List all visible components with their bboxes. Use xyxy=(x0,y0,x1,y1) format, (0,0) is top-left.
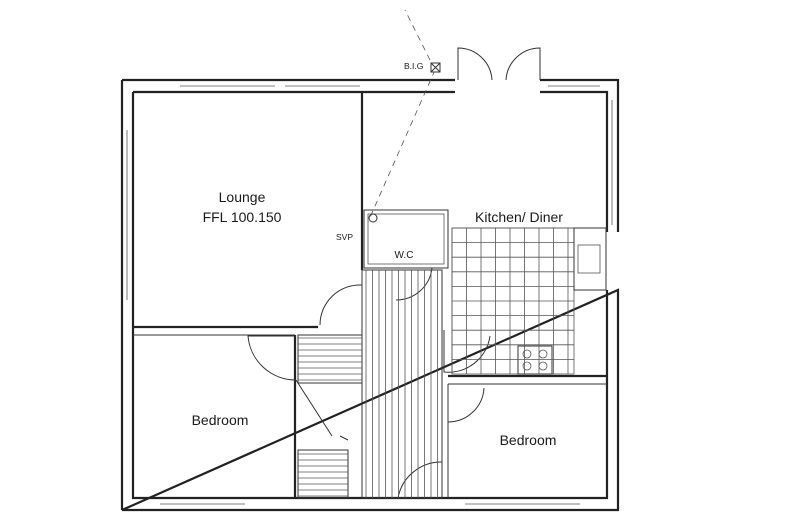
svp-label: SVP xyxy=(336,232,353,242)
lounge-label: Lounge xyxy=(219,189,266,205)
lounge-level-label: FFL 100.150 xyxy=(203,209,282,225)
bedroom-left-label: Bedroom xyxy=(192,412,249,428)
soil-vent-pipe-icon xyxy=(368,213,378,223)
kitchen-label: Kitchen/ Diner xyxy=(475,209,563,225)
doors xyxy=(247,47,541,499)
wc-label: W.C xyxy=(395,250,414,261)
bedroom-right-label: Bedroom xyxy=(500,432,557,448)
drain-line xyxy=(367,9,441,223)
big-label: B.I.G xyxy=(404,61,423,71)
hallway-floor xyxy=(361,269,443,499)
staircase xyxy=(295,334,363,499)
outer-walls xyxy=(120,78,620,512)
kitchen-units xyxy=(517,227,607,375)
